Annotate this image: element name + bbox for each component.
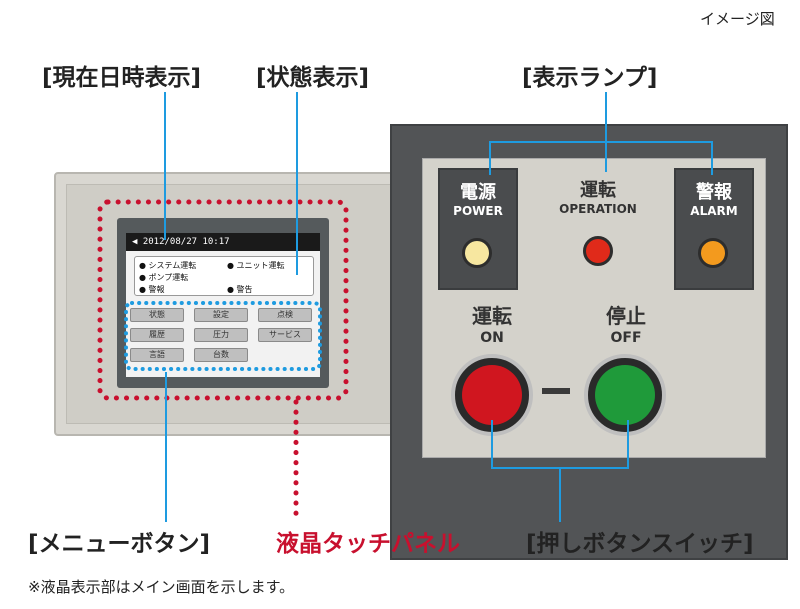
on-switch-cap[interactable] <box>462 365 522 425</box>
menu-button-units[interactable]: 台数 <box>194 348 248 362</box>
switch-callout-bracket <box>491 420 629 469</box>
lcd-status-box: ● システム運転 ● ユニット運転 ● ポンプ運転 ● 警報 ● 警告 <box>134 256 314 296</box>
status-item: ● 警告 <box>227 285 253 294</box>
label-datetime: [現在日時表示] <box>42 65 202 91</box>
lamp-title-power: 電源 <box>460 182 496 203</box>
label-menu: [メニューボタン] <box>28 531 211 557</box>
label-lamps: [表示ランプ] <box>522 65 658 91</box>
menu-button-status[interactable]: 状態 <box>130 308 184 322</box>
menu-button-pressure[interactable]: 圧力 <box>194 328 248 342</box>
lcd-datetime: 2012/08/27 10:17 <box>142 237 230 247</box>
off-switch-cap[interactable] <box>595 365 655 425</box>
switch-separator <box>542 388 570 394</box>
label-status: [状態表示] <box>256 65 370 91</box>
status-item: ● 警報 <box>139 285 165 294</box>
switch-title-off: 停止 <box>606 304 646 328</box>
switch-title-on: 運転 <box>472 304 512 328</box>
status-item: ● ユニット運転 <box>227 261 285 270</box>
off-switch[interactable] <box>584 354 666 436</box>
power-lamp <box>462 238 492 268</box>
lcd-menu-grid: 状態 設定 点検 履歴 圧力 サービス 言語 台数 <box>130 308 320 368</box>
lamps-callout-bracket <box>489 141 713 175</box>
lamp-title-operation: 運転 <box>580 180 616 201</box>
label-touch-panel: 液晶タッチパネル <box>276 531 460 557</box>
lamp-sub-operation: OPERATION <box>559 202 637 216</box>
alarm-lamp <box>698 238 728 268</box>
menu-buttons-outline <box>124 301 322 371</box>
lcd-datetime-bar: ◀ 2012/08/27 10:17 <box>126 233 320 251</box>
back-arrow-icon[interactable]: ◀ <box>132 237 143 247</box>
label-push-switch: [押しボタンスイッチ] <box>526 531 754 557</box>
menu-button-inspection[interactable]: 点検 <box>258 308 312 322</box>
switch-sub-off: OFF <box>610 330 642 346</box>
lamp-sub-power: POWER <box>453 204 503 218</box>
operation-lamp <box>583 236 613 266</box>
menu-button-language[interactable]: 言語 <box>130 348 184 362</box>
touch-panel-outline <box>97 199 349 401</box>
lamp-title-alarm: 警報 <box>696 182 732 203</box>
menu-button-settings[interactable]: 設定 <box>194 308 248 322</box>
status-item: ● システム運転 <box>139 261 197 270</box>
menu-button-service[interactable]: サービス <box>258 328 312 342</box>
lamp-box-power: 電源 POWER <box>438 168 518 290</box>
lamp-sub-alarm: ALARM <box>690 204 738 218</box>
status-item: ● ポンプ運転 <box>139 273 189 282</box>
switch-sub-on: ON <box>480 330 504 346</box>
footnote: ※液晶表示部はメイン画面を示します。 <box>28 578 295 596</box>
menu-button-history[interactable]: 履歴 <box>130 328 184 342</box>
lamp-box-alarm: 警報 ALARM <box>674 168 754 290</box>
on-switch[interactable] <box>451 354 533 436</box>
image-note: イメージ図 <box>700 10 775 28</box>
